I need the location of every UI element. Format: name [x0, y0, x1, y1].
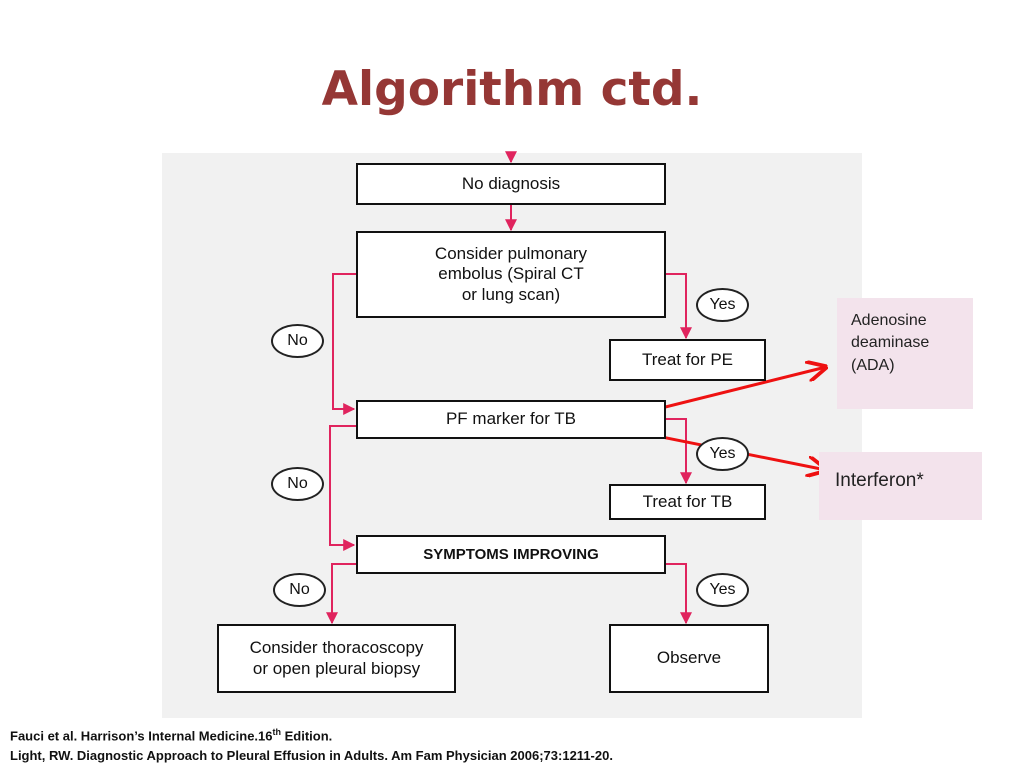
label-yes-pe: Yes	[696, 288, 749, 322]
references: Fauci et al. Harrison’s Internal Medicin…	[10, 722, 613, 766]
node-observe: Observe	[609, 624, 769, 693]
node-no-diagnosis: No diagnosis	[356, 163, 666, 205]
node-pf-marker-tb: PF marker for TB	[356, 400, 666, 439]
callout-interferon: Interferon*	[819, 452, 982, 520]
node-treat-pe: Treat for PE	[609, 339, 766, 381]
reference-light: Light, RW. Diagnostic Approach to Pleura…	[10, 748, 613, 764]
connector-tb-yes	[665, 418, 692, 485]
connector-tb-no	[329, 425, 356, 551]
connector-pe-yes	[665, 273, 692, 340]
connector-pe-no	[332, 273, 356, 415]
connector-sym-yes	[665, 563, 692, 625]
label-yes-symptoms: Yes	[696, 573, 749, 607]
label-no-pe: No	[271, 324, 324, 358]
node-consider-pe: Consider pulmonary embolus (Spiral CT or…	[356, 231, 666, 318]
node-treat-tb: Treat for TB	[609, 484, 766, 520]
node-consider-thoracoscopy: Consider thoracoscopy or open pleural bi…	[217, 624, 456, 693]
reference-harrison: Fauci et al. Harrison’s Internal Medicin…	[10, 727, 333, 744]
label-no-tb: No	[271, 467, 324, 501]
node-symptoms-improving: SYMPTOMS IMPROVING	[356, 535, 666, 574]
label-yes-tb: Yes	[696, 437, 749, 471]
slide-title: Algorithm ctd.	[321, 62, 703, 117]
connector-sym-no	[326, 563, 356, 625]
label-no-symptoms: No	[273, 573, 326, 607]
callout-ada: Adenosine deaminase (ADA)	[837, 298, 973, 409]
